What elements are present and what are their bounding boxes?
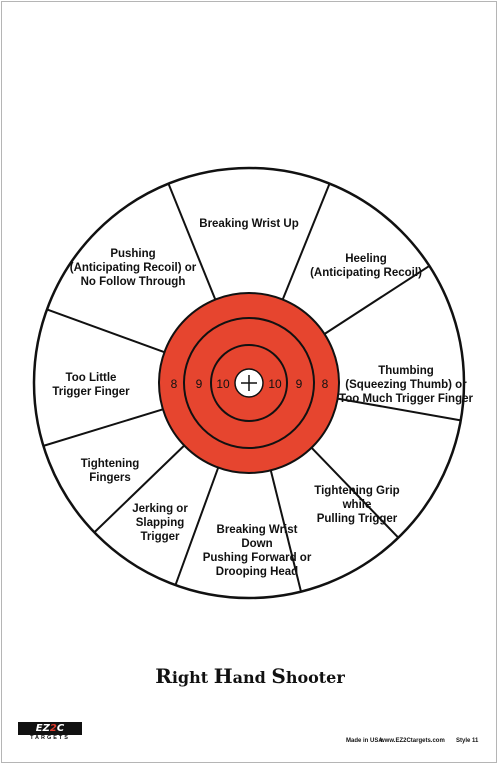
wedge-label-upper-left: Pushing (Anticipating Recoil) or No Follow… — [70, 247, 197, 289]
outer-ring — [32, 166, 466, 600]
wedge-label-line: Trigger — [140, 531, 180, 543]
wedge-label-line: Heeling — [345, 253, 387, 265]
ring-number-right-8: 8 — [322, 377, 329, 391]
title-initial-h: H — [213, 664, 233, 688]
wedge-divider-8 — [43, 408, 164, 447]
style-number: Style 11 — [456, 738, 479, 744]
wedge-label-line: No Follow Through — [80, 276, 186, 288]
wedge-label-line: Pushing — [110, 248, 156, 260]
logo-wordmark: EZ2C — [18, 722, 82, 735]
wedge-divider-4 — [310, 447, 400, 539]
wedge-label-line: Jerking or — [132, 503, 188, 515]
wedge-label-line: (Anticipating Recoil) or — [69, 262, 197, 274]
wedge-label-line: Breaking Wrist Up — [199, 218, 299, 230]
ez2c-logo: EZ2C TARGETS — [18, 722, 82, 742]
wedge-label-line: Thumbing — [378, 365, 434, 377]
wedge-divider-lines — [43, 183, 461, 592]
made-in-usa: Made in USA — [346, 738, 383, 744]
wedge-divider-1 — [281, 183, 331, 300]
wedge-divider-3 — [337, 397, 461, 422]
wedge-divider-0 — [167, 183, 217, 300]
wedge-label-upper-right: Heeling (Anticipating Recoil) — [310, 252, 422, 280]
wedge-label-line: Trigger Finger — [52, 386, 130, 398]
wedge-label-line: Pushing Forward or — [202, 552, 312, 564]
wedge-divider-5 — [269, 470, 302, 592]
wedge-divider-9 — [46, 308, 165, 354]
wedge-label-line: Down — [241, 538, 273, 550]
logo-2: 2 — [49, 723, 57, 734]
ring-number-left-9: 9 — [196, 377, 203, 391]
wedge-label-line: Breaking Wrist — [216, 524, 298, 536]
wedge-label-top: Breaking Wrist Up — [199, 217, 298, 231]
wedge-label-line: Slapping — [135, 517, 185, 529]
title-part-and: and — [232, 668, 272, 687]
wedge-divider-7 — [93, 444, 185, 534]
ring-number-right-10: 10 — [268, 377, 282, 391]
logo-ez: EZ — [35, 723, 50, 734]
ring-number-left-10: 10 — [216, 377, 230, 391]
wedge-label-line: Drooping Head — [215, 566, 299, 578]
wedge-label-line: Too Little — [65, 372, 117, 384]
website-text: www.EZ2Ctargets.com — [380, 738, 445, 744]
ring-number-left-8: 8 — [171, 377, 178, 391]
ring-number-right-9: 9 — [296, 377, 303, 391]
wedge-divider-6 — [174, 467, 220, 586]
wedge-divider-2 — [323, 265, 430, 335]
wedge-label-line: Pulling Trigger — [316, 513, 398, 525]
wedge-label-right: Thumbing (Squeezing Thumb) or Too Much Tri… — [339, 364, 473, 406]
page-title: Right Hand Shooter — [0, 664, 500, 688]
wedge-label-line: while — [342, 499, 372, 511]
title-part-hooter: hooter — [285, 668, 345, 687]
title-initial-s: S — [271, 664, 286, 688]
logo-subtitle: TARGETS — [30, 735, 70, 741]
wedge-label-line: Fingers — [89, 472, 131, 484]
wedge-label-line: (Squeezing Thumb) or — [345, 379, 467, 391]
title-initial-r: R — [155, 664, 172, 688]
logo-c: C — [56, 723, 65, 734]
title-part-ight: ight — [171, 668, 214, 687]
wedge-label-line: (Anticipating Recoil) — [310, 267, 422, 279]
wedge-label-line: Tightening — [80, 458, 140, 470]
wedge-label-line: Too Much Trigger Finger — [339, 393, 473, 405]
wedge-label-line: Tightening Grip — [314, 485, 400, 497]
